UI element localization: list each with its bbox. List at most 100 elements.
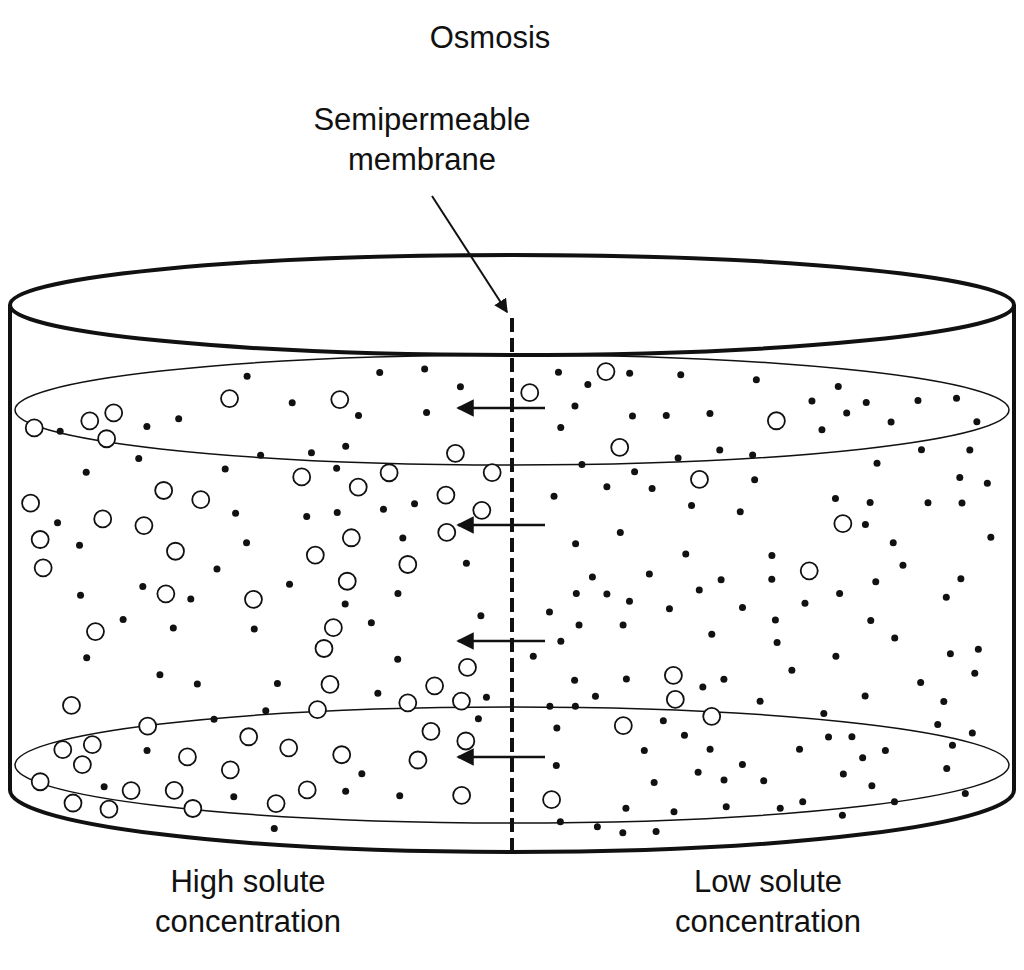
water-molecule [984,480,991,487]
solute-particle [157,585,174,602]
water-molecule [768,552,775,559]
flow-arrow [458,407,545,410]
solute-particle [331,391,348,408]
water-molecule [862,521,869,528]
water-molecule [530,653,537,660]
water-molecule [840,770,847,777]
water-molecule [274,680,281,687]
water-molecule [958,500,965,507]
solute-particle [453,693,470,710]
water-molecule [355,412,362,419]
solute-particle [333,746,350,763]
solute-particle [343,529,360,546]
water-molecule [651,779,658,786]
water-molecule [943,594,950,601]
water-molecule [394,656,401,663]
water-molecule [139,583,146,590]
solute-particle [32,773,49,790]
water-molecule [57,428,64,435]
water-molecule [832,495,839,502]
water-molecule [737,508,744,515]
water-molecule [739,761,746,768]
solute-particle [615,717,632,734]
solute-particle [399,556,416,573]
water-molecule [772,616,779,623]
solute-particle [459,659,476,676]
solute-particle [768,412,785,429]
water-molecule [421,366,428,373]
water-molecule [232,510,239,517]
solute-particle [381,464,398,481]
water-molecule [825,733,832,740]
water-molecule [553,724,560,731]
water-molecule [768,576,775,583]
water-molecule [670,808,677,815]
water-molecule [675,454,682,461]
water-molecule [557,424,564,431]
water-molecule [682,551,689,558]
water-molecule [358,770,365,777]
water-molecule [308,449,315,456]
solute-particle [473,502,490,519]
water-molecule [949,742,956,749]
water-molecule [289,399,296,406]
water-molecule [411,500,418,507]
water-molecule [576,622,583,629]
water-molecule [244,373,251,380]
solute-particle [453,787,470,804]
water-molecule [546,608,553,615]
container-wall [1012,305,1016,790]
water-molecule [663,412,670,419]
water-molecule [617,529,624,536]
solute-particle [222,761,239,778]
water-molecule [54,519,61,526]
water-molecule [483,694,490,701]
water-molecule [143,423,150,430]
water-molecule [376,369,383,376]
water-molecule [947,650,954,657]
water-molecule [619,829,626,836]
solute-particle [245,591,262,608]
water-molecule [394,590,401,597]
water-molecule [584,381,591,388]
solute-particle [834,515,851,532]
water-molecule [83,654,90,661]
water-molecule [788,667,795,674]
water-molecule [592,693,599,700]
solute-particle [155,482,172,499]
water-molecule [739,604,746,611]
water-molecule [457,383,464,390]
water-molecule [589,574,596,581]
water-molecule [962,790,969,797]
water-molecule [594,823,601,830]
water-molecule [721,777,728,784]
solute-particle [665,667,682,684]
solute-particle [240,728,257,745]
solute-particle [325,619,342,636]
solute-particle [339,573,356,590]
solute-particle [84,736,101,753]
water-molecule [707,746,714,753]
water-molecule [777,805,784,812]
solute-particle [611,439,628,456]
water-molecule [867,617,874,624]
water-molecule [368,619,375,626]
water-molecule [187,596,194,603]
water-molecule [966,447,973,454]
solute-particle [309,701,326,718]
water-molecule [631,468,638,475]
water-molecule [553,762,560,769]
water-molecule [943,765,950,772]
solute-particle [691,471,708,488]
water-molecule [603,483,610,490]
water-molecule [757,698,764,705]
water-molecule [546,703,553,710]
solute-particle [81,412,98,429]
water-molecule [175,415,182,422]
water-molecule [696,587,703,594]
water-molecule [753,376,760,383]
water-molecule [555,369,562,376]
water-molecule [718,576,725,583]
membrane-line [510,318,514,850]
